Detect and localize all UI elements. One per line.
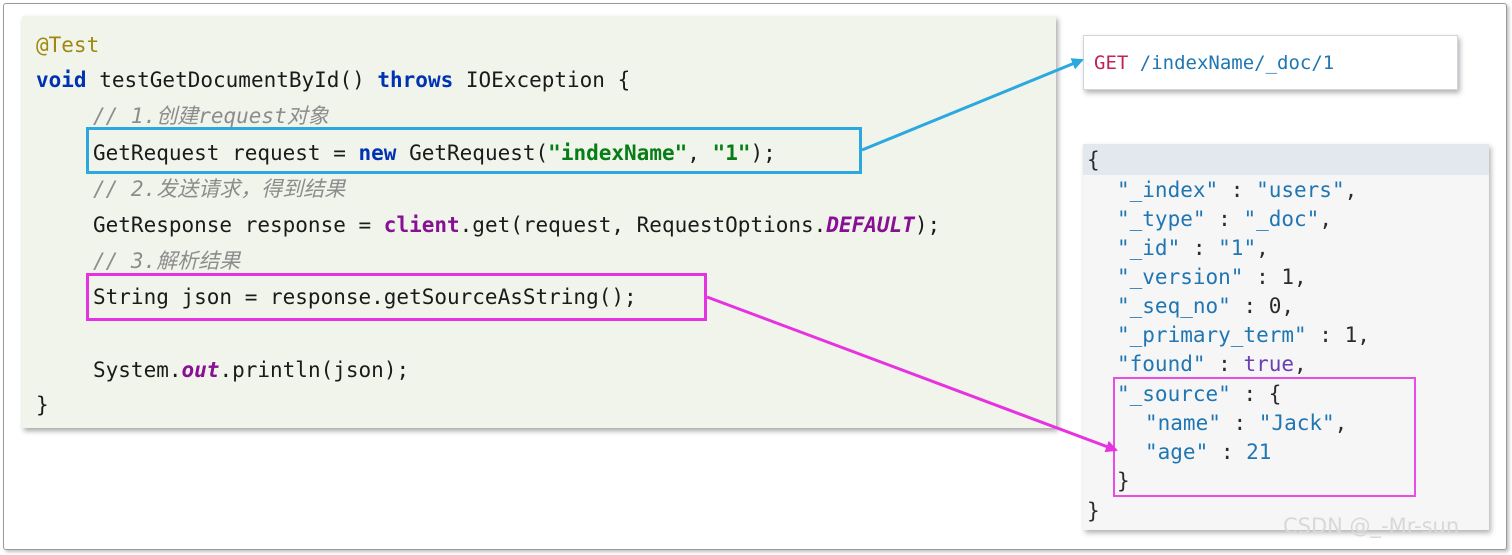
source-highlight-box <box>1113 377 1416 497</box>
json-line-seq-no: "_seq_no" : 0, <box>1117 294 1295 318</box>
statement-end: ); <box>750 141 776 165</box>
keyword-throws: throws <box>377 68 454 92</box>
constant-default: DEFAULT <box>826 213 915 237</box>
code-line-comment-1: // 1.创建request对象 <box>36 103 329 129</box>
code-line-get-request: GetRequest request = new GetRequest("ind… <box>36 140 776 166</box>
response-decl: GetResponse response = <box>93 213 384 237</box>
code-line-comment-3: // 3.解析结果 <box>36 248 240 274</box>
json-panel-header <box>1083 144 1489 175</box>
code-line-annotation: @Test <box>36 32 99 58</box>
request-decl: GetRequest request = <box>93 141 359 165</box>
keyword-void: void <box>36 68 87 92</box>
source-arrow <box>706 295 1118 453</box>
comment-send-request: // 2.发送请求，得到结果 <box>93 177 346 201</box>
json-source-close-brace: } <box>1117 469 1130 493</box>
json-line-version: "_version" : 1, <box>1117 265 1307 289</box>
request-path: /indexName/_doc/1 <box>1128 52 1335 74</box>
comment-parse-result: // 3.解析结果 <box>93 249 241 273</box>
json-close-brace: } <box>1087 499 1100 523</box>
json-line-found: "found" : true, <box>1117 352 1307 376</box>
json-statement: String json = response.getSourceAsString… <box>93 285 637 309</box>
json-line-type: "_type" : "_doc", <box>1117 207 1332 231</box>
comment-create-request: // 1.创建request对象 <box>93 104 329 128</box>
json-line-primary-term: "_primary_term" : 1, <box>1117 323 1370 347</box>
json-line-name: "name" : "Jack", <box>1145 411 1348 435</box>
request-arrow <box>861 58 1084 152</box>
rest-request-panel: GET /indexName/_doc/1 <box>1083 35 1458 90</box>
code-line-json: String json = response.getSourceAsString… <box>36 284 637 310</box>
request-ctor: GetRequest( <box>396 141 549 165</box>
code-panel: @Test void testGetDocumentById() throws … <box>22 16 1056 428</box>
statement-end: ); <box>914 213 941 237</box>
code-line-get-response: GetResponse response = client.get(reques… <box>36 212 940 238</box>
json-line-id: "_id" : "1", <box>1117 236 1269 260</box>
string-doc-id: "1" <box>712 141 751 165</box>
system-prefix: System. <box>93 358 182 382</box>
code-line-comment-2: // 2.发送请求，得到结果 <box>36 176 345 202</box>
println-call: .println(json); <box>219 358 410 382</box>
http-method: GET <box>1094 52 1129 74</box>
json-line-index: "_index" : "users", <box>1117 178 1358 202</box>
field-out: out <box>181 358 220 382</box>
string-index-name: "indexName" <box>548 141 688 165</box>
code-line-close: } <box>36 392 49 418</box>
test-annotation: @Test <box>36 33 100 57</box>
arg-separator: , <box>687 141 713 165</box>
watermark: CSDN @_-Mr-sun <box>1283 514 1460 538</box>
json-highlight-box <box>86 273 707 321</box>
json-line-source: "_source" : { <box>1117 382 1282 406</box>
json-line-age: "age" : 21 <box>1145 440 1272 464</box>
image-frame <box>3 3 1507 550</box>
field-client: client <box>383 213 460 237</box>
json-response-panel: { "_index" : "users", "_type" : "_doc", … <box>1083 144 1489 530</box>
closing-brace: } <box>36 393 49 417</box>
request-highlight-box <box>86 127 862 174</box>
keyword-new: new <box>358 141 397 165</box>
json-open-brace: { <box>1087 148 1100 172</box>
method-name: testGetDocumentById() <box>86 68 378 92</box>
code-line-print: System.out.println(json); <box>36 357 409 383</box>
exception-type: IOException { <box>453 68 631 92</box>
code-line-method-signature: void testGetDocumentById() throws IOExce… <box>36 67 630 93</box>
get-call: .get(request, RequestOptions. <box>459 213 827 237</box>
